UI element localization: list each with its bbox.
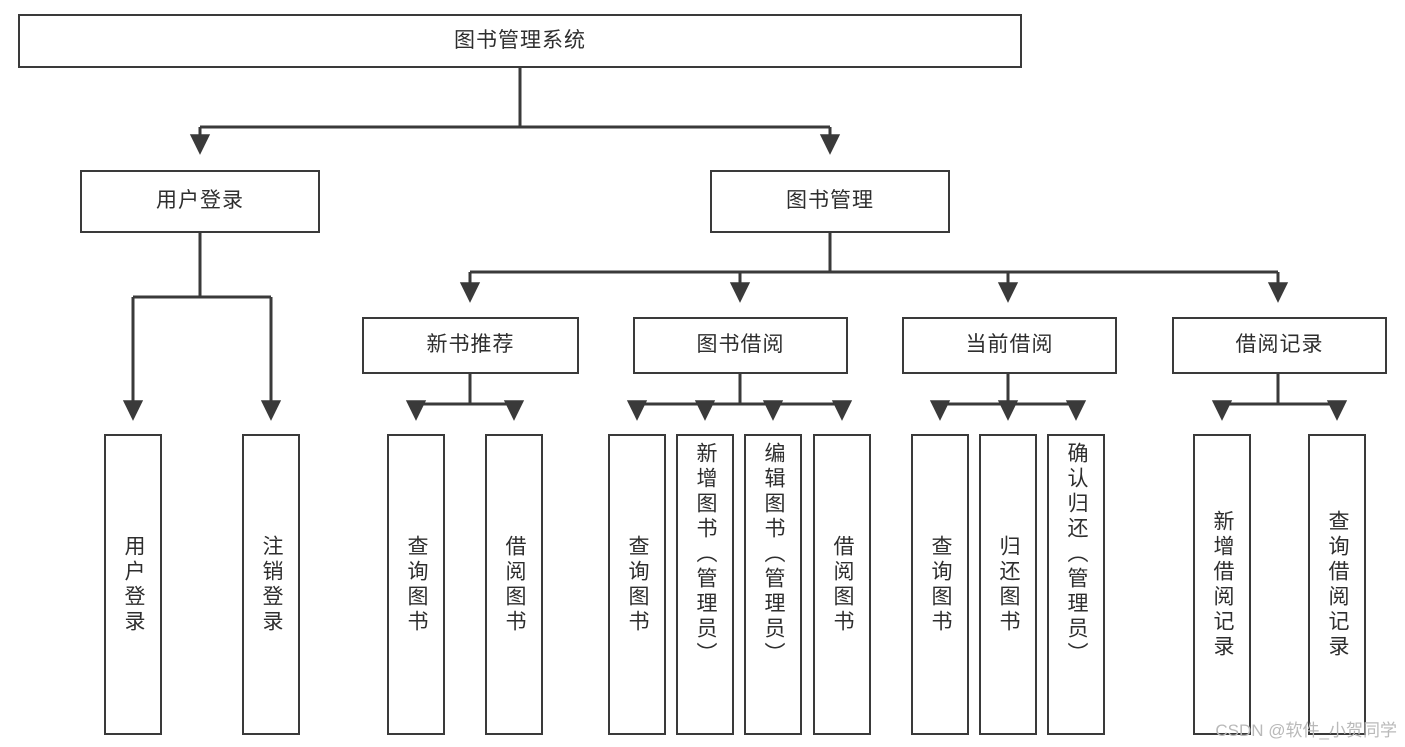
node-leaf-borrow-book-1[interactable]: 借阅图书: [485, 434, 543, 735]
node-leaf-borrow-book-2[interactable]: 借阅图书: [813, 434, 871, 735]
node-book-borrow[interactable]: 图书借阅: [633, 317, 848, 374]
node-leaf-add-book[interactable]: 新增图书（管理员）: [676, 434, 734, 735]
node-root-label: 图书管理系统: [454, 28, 586, 52]
node-leaf-query-book-1[interactable]: 查询图书: [387, 434, 445, 735]
node-leaf-query-book-2-label: 查询图书: [626, 534, 650, 635]
node-leaf-confirm-return[interactable]: 确认归还（管理员）: [1047, 434, 1105, 735]
node-leaf-query-record-label: 查询借阅记录: [1326, 509, 1350, 660]
node-leaf-edit-book[interactable]: 编辑图书（管理员）: [744, 434, 802, 735]
node-root[interactable]: 图书管理系统: [18, 14, 1022, 68]
node-leaf-add-book-label: 新增图书（管理员）: [694, 442, 718, 667]
node-leaf-logout-label: 注销登录: [260, 534, 284, 635]
node-borrow-record-label: 借阅记录: [1235, 333, 1324, 357]
node-new-book-recommend[interactable]: 新书推荐: [362, 317, 579, 374]
node-current-borrow[interactable]: 当前借阅: [902, 317, 1117, 374]
node-leaf-add-record[interactable]: 新增借阅记录: [1193, 434, 1251, 735]
node-book-manage[interactable]: 图书管理: [710, 170, 950, 233]
node-new-book-recommend-label: 新书推荐: [426, 333, 515, 357]
node-leaf-confirm-return-label: 确认归还（管理员）: [1065, 442, 1089, 667]
node-user-login-label: 用户登录: [156, 189, 244, 213]
node-current-borrow-label: 当前借阅: [965, 333, 1054, 357]
node-leaf-borrow-book-2-label: 借阅图书: [831, 534, 855, 635]
node-leaf-query-book-3[interactable]: 查询图书: [911, 434, 969, 735]
node-book-borrow-label: 图书借阅: [696, 333, 785, 357]
node-leaf-add-record-label: 新增借阅记录: [1211, 509, 1235, 660]
node-book-manage-label: 图书管理: [786, 189, 874, 213]
node-leaf-user-login[interactable]: 用户登录: [104, 434, 162, 735]
node-leaf-user-login-label: 用户登录: [122, 534, 146, 635]
node-leaf-query-record[interactable]: 查询借阅记录: [1308, 434, 1366, 735]
node-leaf-borrow-book-1-label: 借阅图书: [503, 534, 527, 635]
node-leaf-edit-book-label: 编辑图书（管理员）: [762, 442, 786, 667]
node-leaf-query-book-1-label: 查询图书: [405, 534, 429, 635]
node-leaf-return-book-label: 归还图书: [997, 534, 1021, 635]
node-leaf-query-book-2[interactable]: 查询图书: [608, 434, 666, 735]
node-user-login[interactable]: 用户登录: [80, 170, 320, 233]
node-leaf-query-book-3-label: 查询图书: [929, 534, 953, 635]
node-leaf-return-book[interactable]: 归还图书: [979, 434, 1037, 735]
csdn-watermark: CSDN @软件_小贺同学: [1215, 721, 1397, 740]
node-borrow-record[interactable]: 借阅记录: [1172, 317, 1387, 374]
node-leaf-logout[interactable]: 注销登录: [242, 434, 300, 735]
